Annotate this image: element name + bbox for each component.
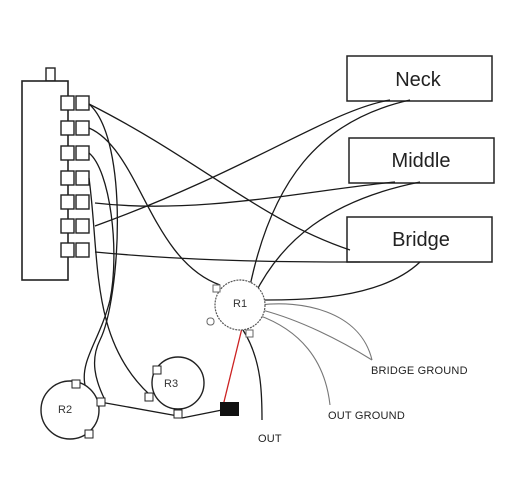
pot-r2-lug: [96, 397, 106, 407]
wire-r2-r3: [99, 401, 179, 417]
wire-middle-ground: [251, 181, 421, 301]
pot-r2-lug: [71, 379, 81, 389]
wires: [83, 99, 421, 421]
wire-signal: [221, 319, 245, 411]
pot-r3-lug: [144, 392, 154, 402]
pot-r3-lug: [173, 409, 183, 419]
switch-terminal: [75, 218, 90, 234]
wire-neck-ground: [247, 99, 411, 297]
switch-terminal: [60, 218, 75, 234]
wire-out-ground-lead: [257, 314, 331, 406]
switch-terminal: [60, 95, 75, 111]
pot-r1: R1: [206, 279, 266, 338]
switch-terminal: [60, 194, 75, 210]
switch-terminal: [75, 95, 90, 111]
switch-terminal: [60, 242, 75, 258]
wire-neck-hot: [94, 99, 391, 227]
wire-switch-to-r2-b: [88, 103, 118, 401]
wire-switch-to-r2: [83, 152, 115, 386]
wire-r3-out: [181, 409, 223, 419]
pot-r1-lug: [206, 317, 215, 326]
pot-r1-body: [214, 279, 266, 331]
wire-bridge-ground-lead-b: [261, 309, 373, 361]
pickup-neck-box: [346, 55, 493, 102]
out-ground-label: OUT GROUND: [328, 410, 405, 422]
pot-r3-body: [151, 356, 205, 410]
pot-r2-body: [40, 380, 100, 440]
wire-bridge-ground: [261, 261, 421, 301]
switch-terminal: [75, 145, 90, 161]
switch-terminal: [60, 145, 75, 161]
switch-terminal: [60, 120, 75, 136]
switch-terminal: [75, 242, 90, 258]
pickup-middle: Middle: [348, 137, 495, 184]
pot-r3-label: R3: [164, 378, 178, 390]
pot-r2: R2: [40, 379, 106, 440]
switch-terminal: [75, 194, 90, 210]
pot-r3: R3: [144, 356, 205, 419]
pickup-bridge: Bridge: [346, 216, 493, 263]
pickup-neck-label: Neck: [395, 69, 442, 91]
pot-r2-label: R2: [58, 404, 72, 416]
switch-terminal: [75, 170, 90, 186]
pickup-middle-box: [348, 137, 495, 184]
wire-middle-hot: [94, 181, 396, 207]
bridge-ground-label: BRIDGE GROUND: [371, 365, 468, 377]
output-jack: [220, 402, 239, 416]
pot-r2-lug: [84, 429, 94, 439]
pot-r1-lug: [245, 329, 254, 338]
pot-r1-lug: [212, 284, 221, 293]
wire-bridge-hot: [94, 251, 361, 263]
switch-terminals: [60, 95, 90, 258]
pickup-bridge-label: Bridge: [392, 229, 450, 251]
wire-out: [242, 329, 263, 421]
pickup-middle-label: Middle: [392, 150, 451, 172]
switch-terminal: [60, 170, 75, 186]
pot-r1-label: R1: [233, 298, 247, 310]
out-label: OUT: [258, 433, 282, 445]
wire-switch-to-r1: [88, 127, 221, 286]
switch-terminal: [75, 120, 90, 136]
pot-r3-lug: [152, 365, 162, 375]
wire-switch-to-r3: [88, 177, 151, 396]
pickup-neck: Neck: [346, 55, 493, 102]
switch-tab: [45, 67, 56, 82]
pickup-bridge-box: [346, 216, 493, 263]
selector-switch: [21, 67, 90, 281]
wire-bridge-ground-lead: [259, 303, 373, 361]
wire-switch-diagonal: [88, 103, 351, 251]
